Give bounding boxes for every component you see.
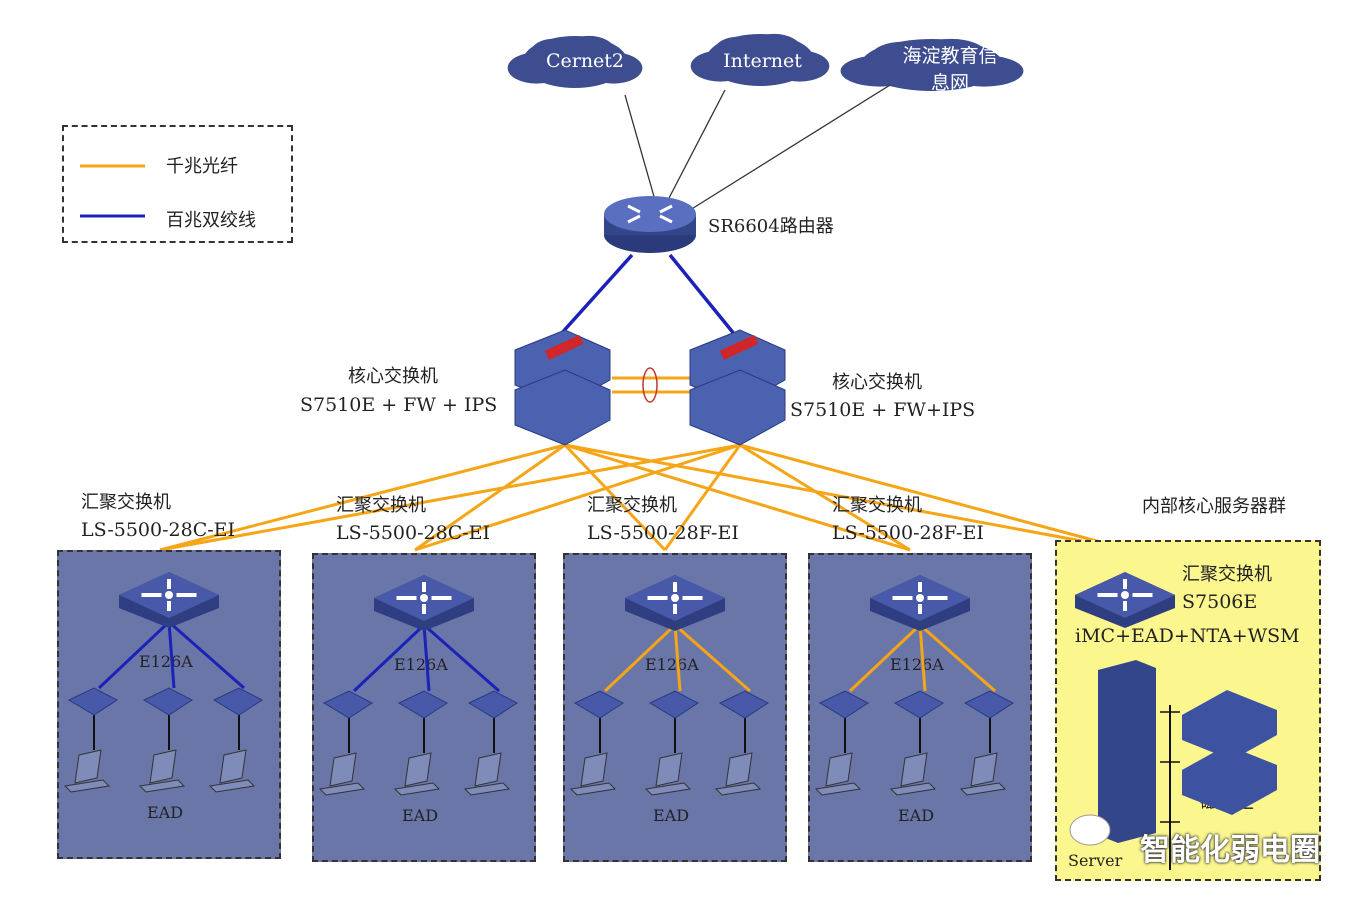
- link-aggregation-ring: [642, 367, 658, 403]
- cloud-icon: [507, 35, 643, 88]
- switch-block: [689, 369, 786, 446]
- core-agg-fiber-link: [663, 444, 742, 551]
- legend: [62, 125, 293, 243]
- core-right-title: 核心交换机: [832, 372, 922, 393]
- terminal-label: EAD: [898, 806, 935, 825]
- core-agg-fiber-link: [564, 443, 1131, 552]
- core-agg-fiber-link: [739, 443, 911, 552]
- cloud-part: [562, 35, 616, 68]
- agg-switch-title: 汇聚交换机: [587, 495, 677, 516]
- storage-label: 磁盘柜: [1200, 792, 1254, 813]
- firewall-bar-icon: [719, 334, 759, 360]
- agg-switch-title: 汇聚交换机: [832, 495, 922, 516]
- router-arrows-icon: [627, 204, 673, 224]
- agg-switch-model: LS-5500-28C-EI: [336, 522, 491, 544]
- agg-switch-model: LS-5500-28F-EI: [587, 522, 739, 544]
- agg-switch-model: LS-5500-28C-EI: [81, 519, 236, 541]
- cloud-label-cernet2: Cernet2: [545, 50, 625, 72]
- terminal-label: EAD: [147, 803, 184, 822]
- access-switch-model: E126A: [645, 655, 699, 674]
- server-group-heading: 内部核心服务器群: [1142, 496, 1286, 517]
- core-agg-fiber-link: [159, 443, 741, 552]
- router-top: [604, 196, 696, 232]
- cloud-part: [871, 41, 936, 71]
- core-switch-icon: [689, 329, 786, 446]
- router-core-link: [668, 253, 737, 337]
- core-switch-icon: [514, 329, 611, 446]
- cloud-label-haidian-line2: 息网: [930, 72, 969, 94]
- access-switch-model: E126A: [890, 655, 944, 674]
- access-switch-model: E126A: [139, 652, 193, 671]
- switch-block: [514, 369, 611, 446]
- uplink-line: [689, 84, 891, 211]
- core-agg-fiber-link: [414, 443, 566, 552]
- cloud-label-internet: Internet: [723, 50, 802, 72]
- cloud-part: [530, 38, 578, 68]
- cloud-icon: [690, 33, 830, 86]
- cloud-icon: [840, 38, 1024, 91]
- agg-switch-title: 汇聚交换机: [336, 495, 426, 516]
- terminal-label: EAD: [402, 806, 439, 825]
- watermark: 智能化弱电圈: [1140, 833, 1320, 868]
- cloud-part: [747, 33, 802, 66]
- core-agg-fiber-link: [739, 443, 1131, 552]
- agg-switch-model: LS-5500-28F-EI: [832, 522, 984, 544]
- core-agg-fiber-link: [414, 443, 741, 552]
- router-core-link: [558, 253, 634, 337]
- core-left-model: S7510E + FW + IPS: [300, 394, 498, 416]
- server-services: iMC+EAD+NTA+WSM: [1075, 625, 1300, 647]
- cloud-part: [915, 38, 987, 71]
- core-agg-fiber-link: [159, 443, 566, 552]
- uplink-line: [624, 94, 656, 201]
- server-switch-model: S7506E: [1182, 591, 1258, 613]
- cloud-part: [714, 36, 763, 66]
- legend-twisted-label: 百兆双绞线: [166, 210, 256, 231]
- agg-switch-title: 汇聚交换机: [81, 492, 171, 513]
- router-label: SR6604路由器: [708, 216, 834, 237]
- core-agg-fiber-link: [563, 443, 667, 552]
- cloud-label-haidian-line1: 海淀教育信: [902, 45, 998, 67]
- core-left-title: 核心交换机: [348, 366, 438, 387]
- firewall-bar-icon: [544, 334, 584, 360]
- legend-fiber-label: 千兆光纤: [166, 156, 238, 177]
- terminal-label: EAD: [653, 806, 690, 825]
- access-switch-model: E126A: [394, 655, 448, 674]
- uplink-line: [667, 89, 726, 201]
- server-switch-title: 汇聚交换机: [1182, 564, 1272, 585]
- core-right-model: S7510E + FW+IPS: [790, 399, 976, 421]
- server-label: Server: [1068, 851, 1123, 870]
- core-agg-fiber-link: [564, 443, 911, 552]
